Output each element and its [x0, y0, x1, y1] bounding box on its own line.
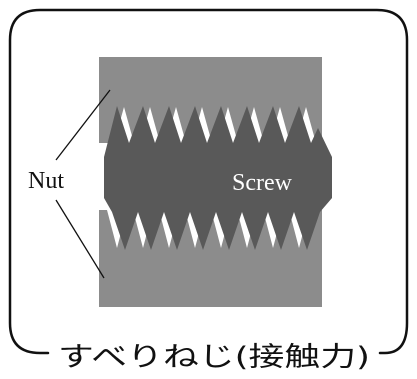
nut-upper-block [99, 57, 322, 143]
screw-label: Screw [232, 170, 293, 196]
nut-leader-line-upper [55, 89, 111, 161]
screw-body [104, 106, 332, 250]
nut-leader-line-lower [55, 199, 105, 279]
diagram-caption: すべりねじ(接触力) [58, 342, 370, 373]
nut-label: Nut [28, 168, 64, 194]
diagram-frame [8, 8, 409, 355]
